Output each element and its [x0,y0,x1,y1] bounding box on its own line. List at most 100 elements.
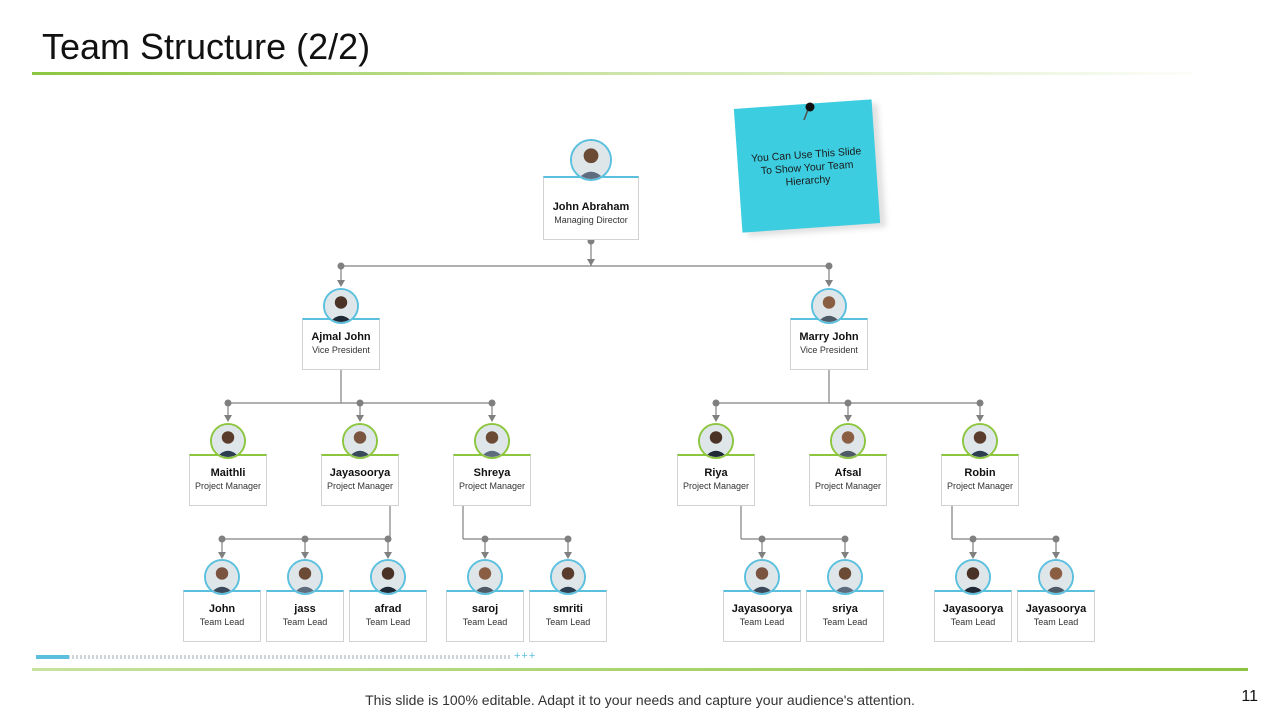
person-role: Project Manager [326,481,394,491]
connector-arrow [587,259,595,266]
progress-suffix: +++ [514,650,537,662]
person-role: Team Lead [1033,617,1079,627]
person-role: Team Lead [365,617,411,627]
person-name: Afsal [834,467,862,479]
connector-arrow [481,552,489,559]
person-photo-icon [955,559,991,595]
person-photo-icon [830,423,866,459]
person-name: Marry John [799,331,859,343]
person-name: Maithli [210,467,246,479]
connector-arrow [712,415,720,422]
person-role: Team Lead [950,617,996,627]
progress-fill [36,655,69,659]
connector-arrow [337,280,345,287]
footer-text: This slide is 100% editable. Adapt it to… [365,692,915,708]
connector-arrow [218,552,226,559]
person-name: smriti [553,603,583,615]
person-name: Robin [964,467,996,479]
connector-arrow [488,415,496,422]
person-photo-icon [474,423,510,459]
person-photo-icon [744,559,780,595]
person-name: Jayasoorya [1025,603,1087,615]
connector-arrow [841,552,849,559]
person-role: Team Lead [739,617,785,627]
person-name: sriya [832,603,858,615]
connector-arrow [844,415,852,422]
person-photo-icon [570,139,612,181]
connector-arrow [384,552,392,559]
title-underline [32,72,1192,75]
person-photo-icon [811,288,847,324]
person-name: saroj [471,603,499,615]
person-name: Shreya [473,467,511,479]
person-role: Team Lead [199,617,245,627]
person-photo-icon [467,559,503,595]
progress-track [36,655,512,659]
connector-arrow [224,415,232,422]
person-photo-icon [962,423,998,459]
person-name: afrad [374,603,402,615]
connector-arrow [564,552,572,559]
connector-arrow [301,552,309,559]
person-role: Managing Director [554,215,628,225]
person-name: Jayasoorya [329,467,391,479]
person-name: John [208,603,236,615]
person-photo-icon [342,423,378,459]
person-role: Vice President [800,345,858,355]
person-photo-icon [550,559,586,595]
person-role: Team Lead [822,617,868,627]
person-name: Jayasoorya [942,603,1004,615]
connector-arrow [1052,552,1060,559]
person-photo-icon [210,423,246,459]
person-name: John Abraham [552,201,630,213]
person-name: Riya [704,467,728,479]
sticky-note-text: You Can Use This Slide To Show Your Team… [750,145,862,189]
person-role: Project Manager [194,481,262,491]
person-role: Project Manager [814,481,882,491]
person-photo-icon [204,559,240,595]
footer-rule [32,668,1248,671]
person-name: Ajmal John [311,331,371,343]
page-number: 11 [1241,688,1258,705]
person-role: Team Lead [282,617,328,627]
connector-arrow [825,280,833,287]
connector-arrow [969,552,977,559]
person-role: Team Lead [545,617,591,627]
connector-arrow [758,552,766,559]
person-photo-icon [1038,559,1074,595]
pushpin-icon [803,102,815,121]
person-photo-icon [287,559,323,595]
person-name: jass [294,603,316,615]
person-photo-icon [827,559,863,595]
person-role: Team Lead [462,617,508,627]
person-role: Project Manager [682,481,750,491]
person-photo-icon [370,559,406,595]
page-title: Team Structure (2/2) [42,26,371,67]
connector-arrow [356,415,364,422]
person-photo-icon [323,288,359,324]
person-role: Project Manager [946,481,1014,491]
person-name: Jayasoorya [731,603,793,615]
connector-arrow [976,415,984,422]
person-photo-icon [698,423,734,459]
person-role: Vice President [312,345,370,355]
